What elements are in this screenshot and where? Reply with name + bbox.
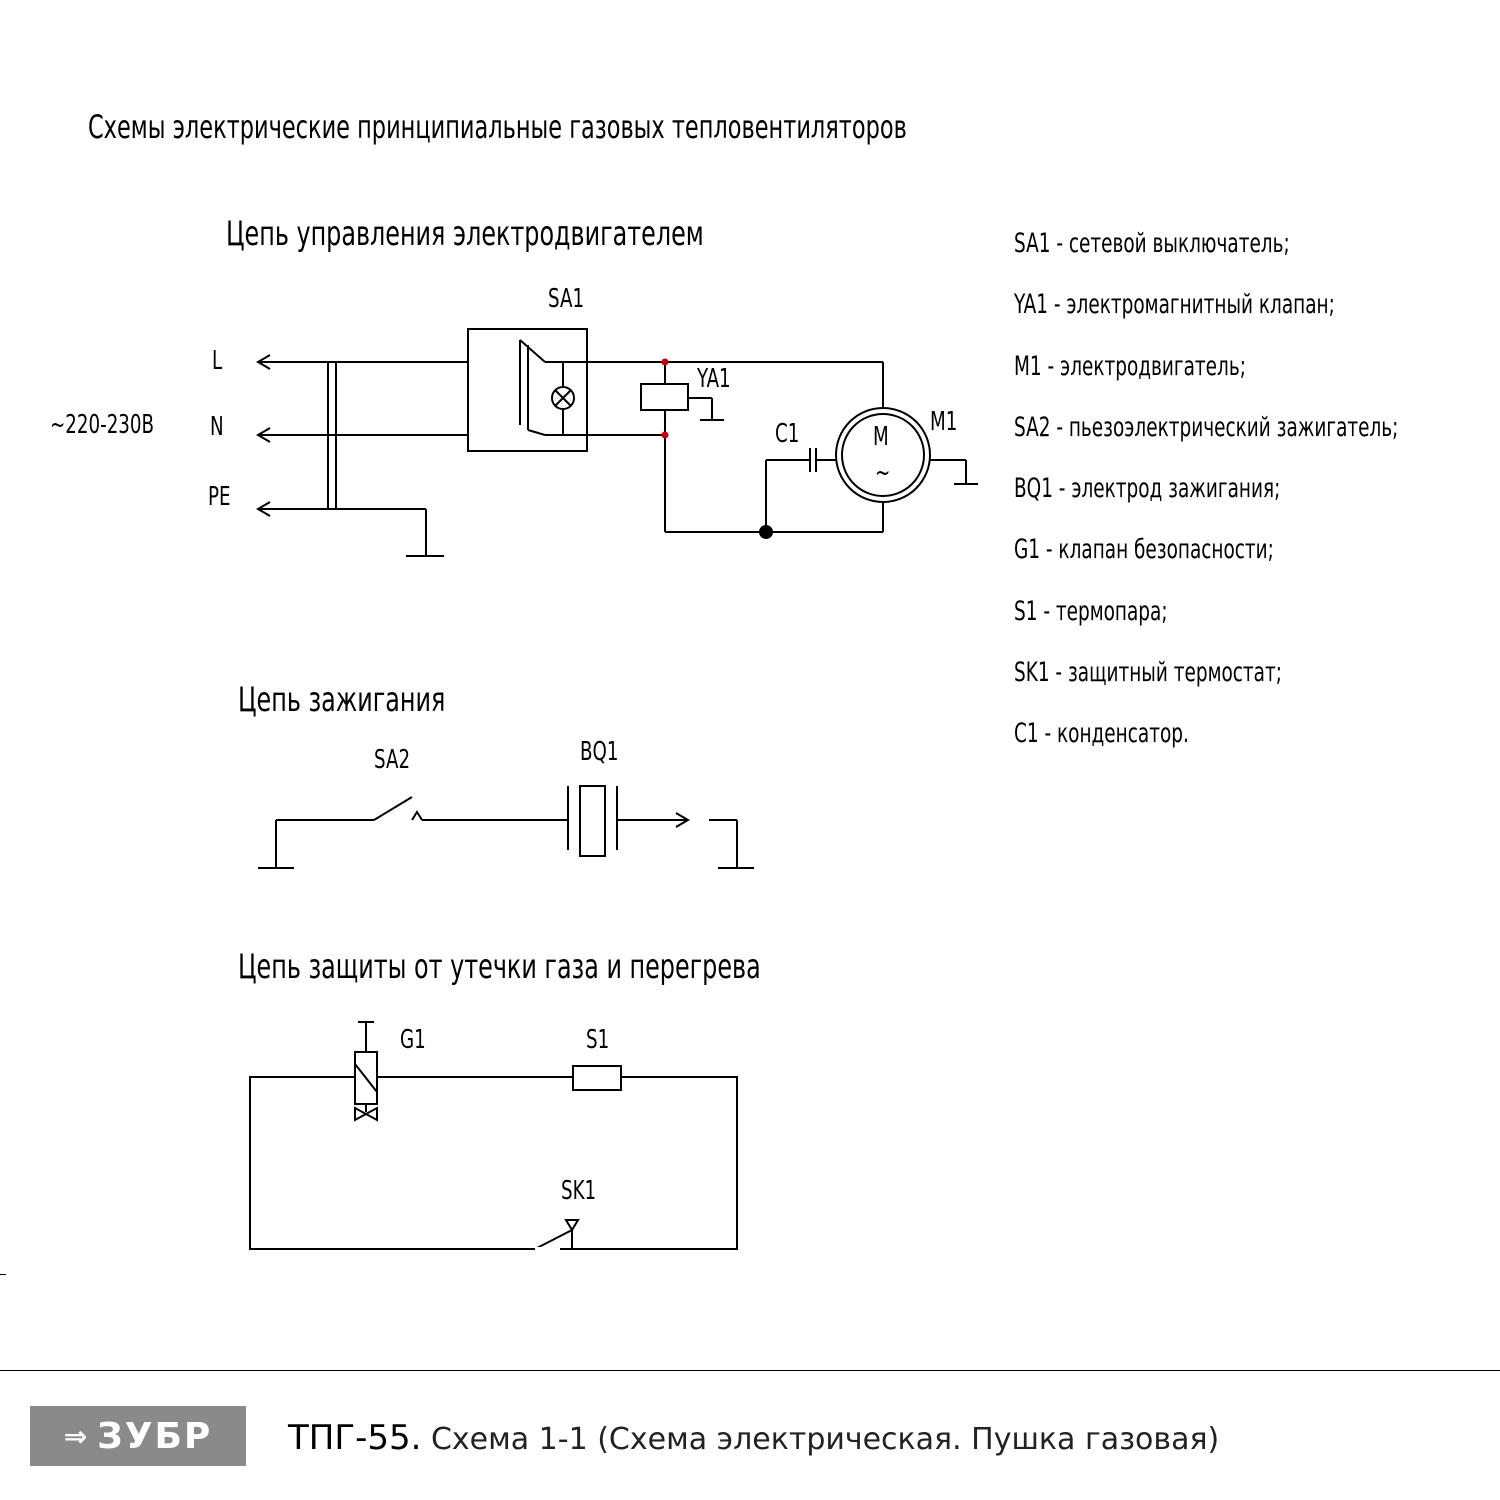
arrow-PE	[256, 501, 271, 517]
voltage-label: ~220-230В	[50, 410, 155, 440]
section-title-motor: Цепь управления электродвигателем	[226, 214, 704, 254]
logo-text: ЗУБР	[97, 1415, 213, 1457]
label-S1: S1	[586, 1025, 610, 1055]
legend-item: G1 - клапан безопасности;	[1014, 534, 1274, 566]
caption-text: Схема 1-1 (Схема электрическая. Пушка га…	[430, 1422, 1220, 1457]
junction-red	[661, 358, 669, 366]
thermocouple-S1	[572, 1065, 622, 1091]
legend-item: SA1 - сетевой выключатель;	[1014, 228, 1290, 259]
switch-SA1	[467, 328, 588, 452]
label-M1: M1	[930, 407, 958, 437]
label-YA1: YA1	[697, 364, 731, 394]
motor-ac-label: ~	[875, 458, 891, 488]
label-SA1: SA1	[548, 284, 585, 314]
legend-item: S1 - термопара;	[1014, 595, 1168, 627]
protection-circuit	[249, 1021, 738, 1251]
label-C1: C1	[775, 419, 800, 449]
legend-item: C1 - конденсатор.	[1014, 718, 1189, 750]
section-title-ignition: Цепь зажигания	[238, 680, 446, 720]
legend-item: YA1 - электромагнитный клапан;	[1014, 289, 1335, 321]
arrow-N	[256, 427, 271, 443]
spark-arrow	[675, 812, 690, 828]
label-SA2: SA2	[374, 745, 411, 775]
protection-loop	[249, 1076, 738, 1250]
label-SK1: SK1	[561, 1176, 597, 1206]
footer-caption: ТПГ-55. Схема 1-1 (Схема электрическая. …	[288, 1418, 1219, 1458]
legend-item: BQ1 - электрод зажигания;	[1014, 473, 1281, 505]
legend-item: SA2 - пьезоэлектрический зажигатель;	[1014, 411, 1399, 443]
model-name: ТПГ-55.	[288, 1418, 422, 1458]
legend-list: SA1 - сетевой выключатель; YA1 - электро…	[1014, 228, 1500, 780]
ignition-circuit	[258, 785, 754, 869]
label-N: N	[210, 412, 224, 442]
motor-M-label: M	[873, 422, 889, 452]
valve-YA1	[640, 383, 689, 411]
footer-divider	[0, 1370, 1500, 1371]
legend-item: SK1 - защитный термостат;	[1014, 657, 1282, 689]
arrow-L	[256, 354, 271, 370]
label-L: L	[212, 346, 223, 376]
junction-red	[661, 431, 669, 439]
brand-logo: ⇒ ЗУБР	[30, 1406, 246, 1466]
arrow-icon: ⇒	[63, 1419, 90, 1453]
label-PE: PE	[208, 482, 231, 512]
page-title: Схемы электрические принципиальные газов…	[88, 108, 907, 146]
edge-mark	[0, 1274, 6, 1275]
section-title-protection: Цепь защиты от утечки газа и перегрева	[238, 947, 761, 987]
motor-M1	[835, 407, 931, 503]
motor-control-circuit	[256, 328, 978, 557]
label-G1: G1	[400, 1025, 426, 1055]
legend-item: M1 - электродвигатель;	[1014, 350, 1246, 382]
label-BQ1: BQ1	[580, 737, 619, 767]
switch-SA2	[373, 796, 413, 821]
